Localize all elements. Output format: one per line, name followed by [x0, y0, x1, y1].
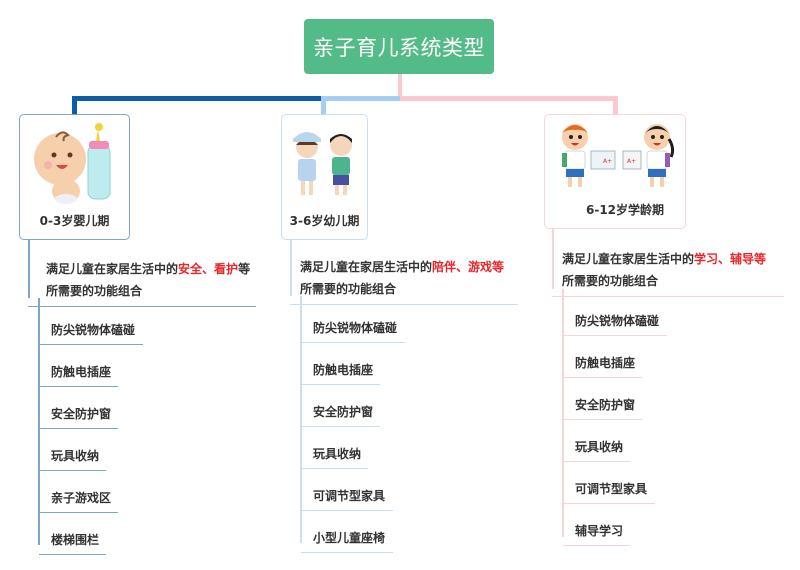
svg-text:A+: A+	[627, 158, 636, 165]
branch-card-school-age[interactable]: A+ A+ 6-12岁学龄期	[544, 114, 686, 229]
connector-branch2	[321, 96, 401, 101]
branch-label: 3-6岁幼儿期	[289, 214, 360, 228]
branch-description: 满足儿童在家居生活中的学习、辅导等 所需要的功能组合	[552, 242, 784, 297]
connector-school-items	[562, 289, 564, 537]
school-kids-icon: A+ A+	[562, 124, 675, 187]
list-item[interactable]: 安全防护窗	[301, 403, 380, 427]
list-item[interactable]: 可调节型家具	[563, 480, 655, 504]
svg-text:A+: A+	[603, 158, 612, 165]
connector-branch3	[400, 96, 617, 101]
list-item[interactable]: 玩具收纳	[563, 438, 630, 462]
list-item[interactable]: 防尖锐物体磕碰	[301, 319, 405, 343]
list-item[interactable]: 小型儿童座椅	[301, 529, 393, 553]
connector-branch3-drop	[613, 96, 618, 114]
connector-infant-items	[38, 298, 40, 545]
branch-description: 满足儿童在家居生活中的安全、看护等 所需要的功能组合	[28, 252, 256, 307]
connector-infant-desc	[28, 240, 30, 298]
list-item[interactable]: 玩具收纳	[39, 447, 106, 471]
branch-card-infant[interactable]: 0-3岁婴儿期	[19, 114, 130, 240]
connector-branch2-drop	[321, 96, 326, 114]
toddlers-icon	[293, 132, 352, 195]
list-item[interactable]: 安全防护窗	[563, 396, 642, 420]
branch-label: 6-12岁学龄期	[585, 203, 665, 217]
list-item[interactable]: 防触电插座	[39, 363, 118, 387]
list-item[interactable]: 防触电插座	[563, 354, 642, 378]
branch-card-toddler[interactable]: 3-6岁幼儿期	[281, 114, 368, 240]
root-title: 亲子育儿系统类型	[313, 35, 485, 60]
connector-branch1-drop	[72, 96, 77, 114]
baby-with-bottle-icon	[34, 123, 111, 204]
list-item[interactable]: 辅导学习	[563, 522, 630, 546]
list-item[interactable]: 安全防护窗	[39, 405, 118, 429]
list-item[interactable]: 可调节型家具	[301, 487, 393, 511]
list-item[interactable]: 防触电插座	[301, 361, 380, 385]
branch-description: 满足儿童在家居生活中的陪伴、游戏等 所需要的功能组合	[290, 250, 518, 305]
connector-toddler-items	[300, 296, 302, 543]
list-item[interactable]: 亲子游戏区	[39, 489, 118, 513]
branch-label: 0-3岁婴儿期	[39, 214, 110, 228]
connector-branch1	[72, 96, 324, 101]
list-item[interactable]: 防尖锐物体磕碰	[39, 321, 143, 345]
list-item[interactable]: 玩具收纳	[301, 445, 368, 469]
list-item[interactable]: 楼梯围栏	[39, 531, 106, 555]
connector-toddler-desc	[290, 240, 292, 296]
root-node[interactable]: 亲子育儿系统类型	[304, 19, 494, 74]
connector-school-desc	[552, 229, 554, 289]
list-item[interactable]: 防尖锐物体磕碰	[563, 312, 667, 336]
connector-root-stem	[398, 74, 402, 96]
